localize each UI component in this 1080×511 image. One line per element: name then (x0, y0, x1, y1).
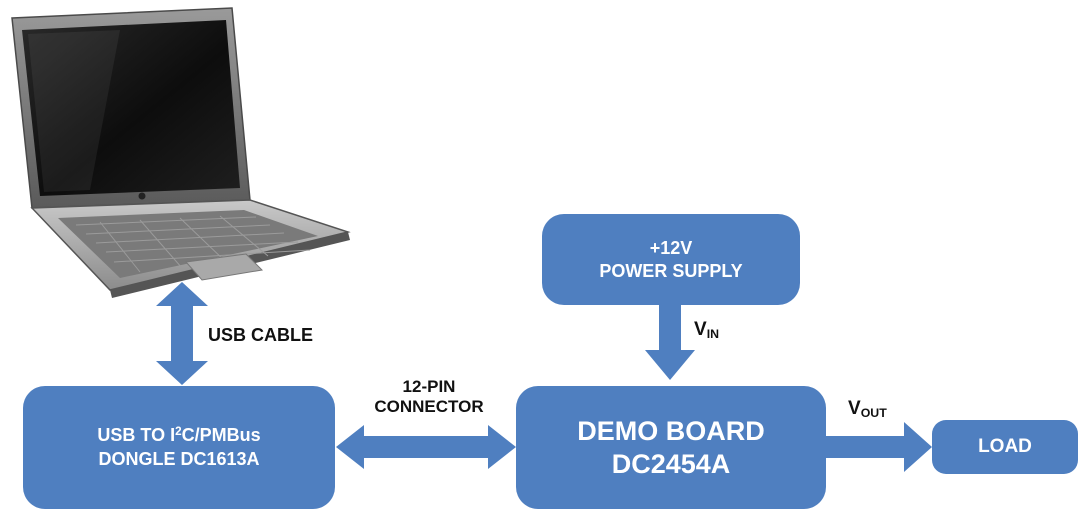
power-supply-label: POWER SUPPLY (599, 260, 743, 281)
connector-arrow (336, 425, 516, 469)
power-supply-voltage: +12V (649, 238, 693, 258)
load-box: LOAD (932, 420, 1078, 474)
demo-board-model: DC2454A (611, 448, 731, 479)
connector-label: 12-PIN CONNECTOR (374, 377, 484, 416)
usb-cable-arrow (156, 282, 208, 385)
dongle-title: USB TO I2C/PMBus (97, 425, 261, 446)
vout-arrow (826, 422, 932, 472)
vin-label: VIN (694, 319, 720, 342)
laptop-icon (11, 7, 351, 298)
dongle-model: DONGLE DC1613A (98, 448, 260, 469)
vout-label: VOUT (848, 398, 887, 421)
vin-arrow (645, 305, 695, 380)
usb-cable-label: USB CABLE (208, 325, 314, 345)
touchpad (185, 253, 264, 281)
demo-board-box: DEMO BOARD DC2454A (516, 386, 826, 509)
dongle-box: USB TO I2C/PMBus DONGLE DC1613A (23, 386, 335, 509)
hp-logo-icon (138, 192, 146, 200)
load-label: LOAD (978, 436, 1032, 457)
demo-board-title: DEMO BOARD (577, 416, 765, 447)
power-supply-box: +12V POWER SUPPLY (542, 214, 800, 305)
